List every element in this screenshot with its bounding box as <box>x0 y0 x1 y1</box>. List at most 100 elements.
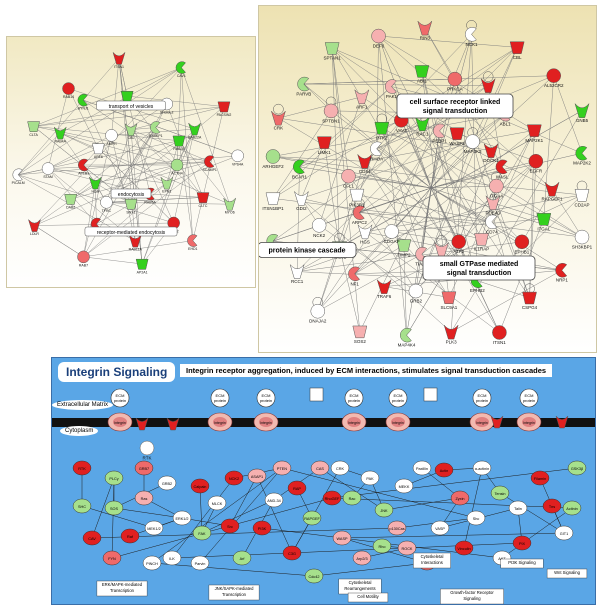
network-node: WASF2 <box>449 127 465 146</box>
node-label: RAB22A <box>188 136 202 140</box>
node-label: AL52CR2 <box>544 83 564 88</box>
node-label: RCC1 <box>291 279 304 284</box>
svg-text:endocytosis: endocytosis <box>118 192 145 198</box>
network-edge <box>166 128 195 184</box>
network-node: AL52CR2 <box>544 68 564 88</box>
network-edge <box>181 67 194 241</box>
network-edge <box>430 113 506 189</box>
pathway-node: PINCH <box>142 555 162 571</box>
pathway-node: Tns <box>542 498 562 514</box>
network-node: RAB11A <box>129 234 143 252</box>
network-node: ATF2 <box>451 234 466 254</box>
network-edge <box>111 58 120 136</box>
node-label: IL1RAP <box>474 247 490 252</box>
network-node: SOS2 <box>352 325 368 344</box>
network-edge <box>430 166 503 189</box>
pathway-edge <box>81 505 155 529</box>
integrin-receptor: Integrin <box>341 412 367 432</box>
node-label: ITSN1BP1 <box>262 206 284 211</box>
network-edge <box>359 113 506 213</box>
network-edge <box>272 113 506 157</box>
network-edge <box>422 123 553 190</box>
pathway-node: C3G <box>282 545 302 561</box>
svg-text:GIT1: GIT1 <box>560 532 568 536</box>
network-edge <box>364 231 500 333</box>
node-label: PEBP1 <box>432 138 447 143</box>
node-label: MAP2K1 <box>525 138 543 143</box>
svg-text:PIX: PIX <box>519 542 526 546</box>
node-label: PICALM <box>12 181 25 185</box>
pathway-edge <box>341 532 565 539</box>
network-edge <box>381 127 423 255</box>
node-label: RAB35 <box>173 147 184 151</box>
network-node: AP2A1 <box>135 258 149 274</box>
network-node: TRAF6 <box>376 279 392 299</box>
pathway-node: MEK1/2 <box>144 520 164 536</box>
node-label: ARPC2 <box>352 220 368 225</box>
network-node: STAM <box>41 162 55 179</box>
self-loop <box>273 103 284 115</box>
pathway-edge <box>463 467 483 549</box>
svg-text:C3G: C3G <box>288 552 296 556</box>
network-node: GRB2 <box>408 283 424 304</box>
network-edge <box>415 47 518 292</box>
network-node: BCAR1 <box>292 159 308 179</box>
node-label: DNAJA2 <box>309 319 327 324</box>
network-edge <box>378 36 407 336</box>
network-node: CBL <box>509 41 525 60</box>
network-node: SNX1 <box>124 198 138 215</box>
pathway-node: MLCK <box>207 495 227 511</box>
node-label: HGS <box>360 239 370 244</box>
network-edge <box>96 203 132 225</box>
output-label: Wnt Signaling <box>546 568 588 579</box>
network-edge <box>34 225 84 258</box>
svg-text:Tns: Tns <box>549 505 555 509</box>
network-edge <box>301 142 325 199</box>
pathway-edge <box>201 499 275 534</box>
network-node: HGS <box>89 176 102 194</box>
pathway-node: VASP <box>430 520 450 536</box>
node-label: DOCK1 <box>483 158 499 163</box>
network-node: DAB2 <box>64 194 77 210</box>
pathway-node: GSK3β <box>567 460 587 476</box>
pathway-node: CRK <box>330 460 350 476</box>
network-node: RABEP1 <box>149 121 163 138</box>
pathway-node: ILK <box>162 550 182 566</box>
network-edge <box>296 47 518 272</box>
network-node: DNAJA2 <box>309 303 327 324</box>
network-node: MAP2K1 <box>525 124 544 143</box>
pathway-node: CAS <box>310 460 330 476</box>
network-node: IL1RAP <box>474 233 490 252</box>
network-node: EPN1 <box>160 176 174 194</box>
network-edge <box>331 48 340 248</box>
network-node: PDE4D <box>485 195 501 215</box>
svg-text:ECM: ECM <box>525 393 534 398</box>
network-edge <box>364 130 535 162</box>
receptor-node <box>166 417 180 431</box>
pathway-edge <box>319 467 385 511</box>
network-edge <box>477 280 530 298</box>
svg-text:RhoGEF: RhoGEF <box>325 497 340 501</box>
node-label: VPS4A <box>232 162 244 166</box>
node-label: STAM <box>43 175 53 179</box>
svg-text:Rho: Rho <box>379 545 386 549</box>
network-edge <box>406 187 432 336</box>
pathway-node: Ras <box>134 490 154 506</box>
network-node: CSPG4 <box>522 291 538 310</box>
network-node: PEBP1 <box>432 123 447 143</box>
pathway-node: Actinin <box>562 500 582 516</box>
network-edge <box>111 135 136 242</box>
svg-text:Src: Src <box>227 525 233 529</box>
network-edge <box>278 117 482 240</box>
svg-text:Integrin: Integrin <box>392 421 404 425</box>
svg-text:SOS: SOS <box>110 507 118 511</box>
network-edge <box>507 189 553 269</box>
node-label: HGS <box>92 190 100 194</box>
pathway-node: NCK2 <box>224 470 244 486</box>
